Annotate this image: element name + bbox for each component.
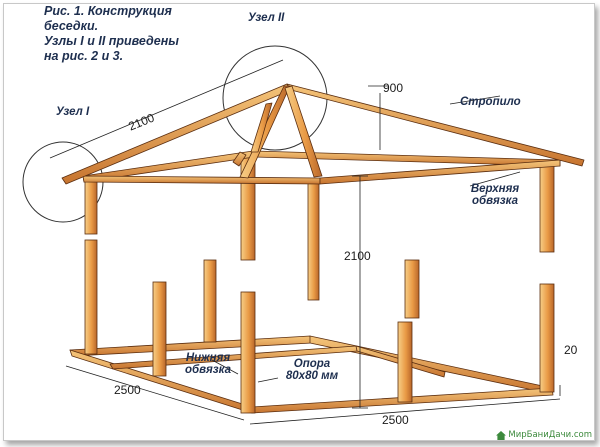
side-width-dim: 2500 [382,413,409,427]
post-front-left-lower [84,239,98,355]
node-2-circle [222,45,328,151]
house-icon [496,430,507,440]
top-frame-label: Верхняя обвязка [460,183,530,207]
bottom-frame-label-line-1: Нижняя [185,352,231,364]
watermark-text: МирБаниДачи.com [508,430,592,440]
post-back-right-lower [539,283,555,393]
node-1-label: Узел I [56,106,90,118]
figure-caption: Рис. 1. Конструкция беседки. Узлы I и II… [44,4,179,64]
post-front-left-upper [84,175,98,235]
dimension-lines [49,59,561,425]
rafter-label: Стропило [460,96,521,108]
bottom-frame-label: Нижняя обвязка [176,352,240,376]
base-thickness-dim: 20 [564,343,578,357]
top-frame-label-line-2: обвязка [472,195,518,207]
top-frame [82,150,561,185]
post-back-mid [307,179,320,301]
post-height-dim: 2100 [344,249,371,263]
post-mid-left [152,281,167,377]
caption-line-2: беседки. [44,19,99,33]
post-right-mid-top [404,259,420,319]
top-frame-label-line-1: Верхняя [470,183,520,195]
post-label-line-1: Опора [293,358,331,370]
bottom-frame-label-line-2: обвязка [185,364,231,376]
post-front-lower [240,291,256,414]
post-back-left [203,259,217,343]
post-label: Опора 80x80 мм [276,358,348,382]
rafters [61,83,585,185]
node-2-label: Узел II [248,12,285,24]
post-right-mid [397,321,413,403]
caption-line-4: на рис. 2 и 3. [44,49,124,63]
caption-line-1: Рис. 1. Конструкция [44,4,172,18]
watermark: МирБаниДачи.com [496,430,592,440]
post-label-line-2: 80x80 мм [285,370,339,382]
side-depth-dim: 2500 [114,383,141,397]
roof-height-dim: 900 [383,81,404,95]
caption-line-3: Узлы I и II приведены [44,34,179,48]
post-back-right-upper [539,159,555,253]
